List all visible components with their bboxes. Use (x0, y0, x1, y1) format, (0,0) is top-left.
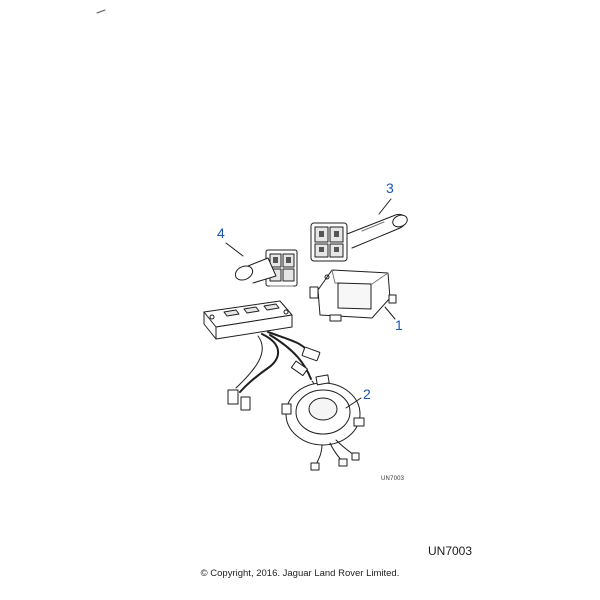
wiring-harness (227, 331, 321, 411)
callout-3[interactable]: 3 (386, 180, 394, 196)
callout-4[interactable]: 4 (217, 225, 225, 241)
callout-leader-lines (225, 198, 396, 409)
callout-1[interactable]: 1 (395, 317, 403, 333)
copyright-text: © Copyright, 2016. Jaguar Land Rover Lim… (200, 568, 400, 579)
part-stalk-switch-4 (234, 249, 298, 287)
diagram-code: UN7003 (428, 544, 473, 558)
registration-tick (96, 9, 106, 14)
part-housing-1 (309, 269, 397, 322)
part-stalk-switch-3 (310, 213, 408, 262)
part-clockspring-2 (281, 374, 365, 471)
callout-2[interactable]: 2 (363, 386, 371, 402)
part-control-module (203, 300, 293, 340)
diagram-code-inline: UN7003 (381, 476, 405, 482)
